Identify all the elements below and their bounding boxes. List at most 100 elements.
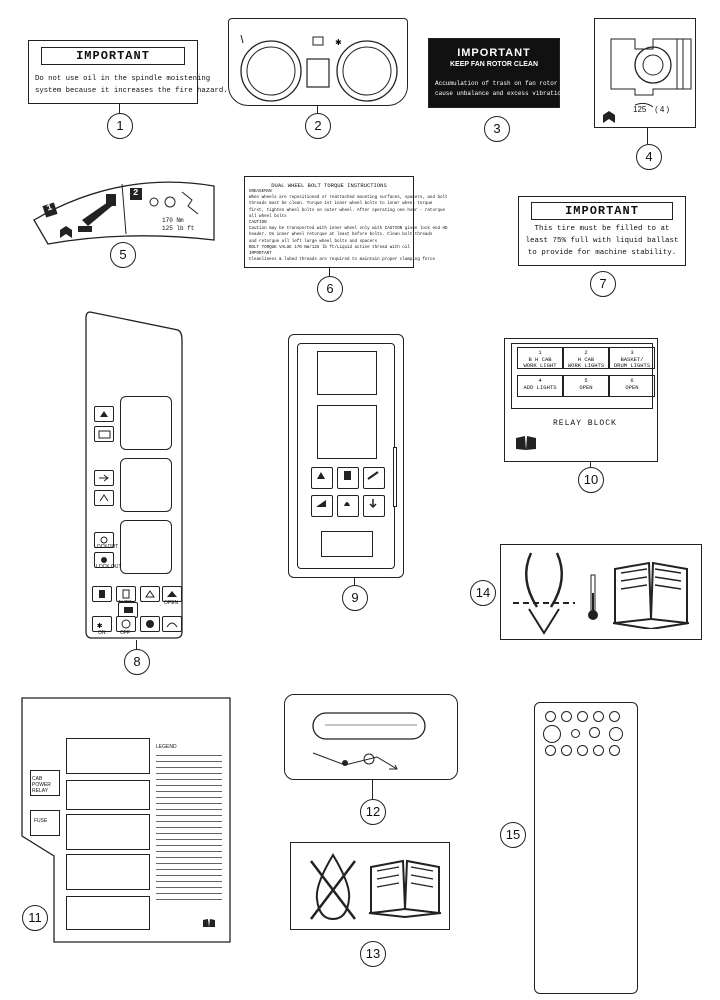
panel-button-13[interactable]: [116, 616, 136, 632]
panel-button-9[interactable]: [140, 586, 160, 602]
display-window-2: [120, 458, 172, 512]
decal-6-line: IMPORTANT: [249, 252, 272, 257]
auto-icon: [99, 494, 109, 502]
wheel-hub-graphic: [603, 38, 692, 123]
decal-7-tire-ballast-warning: IMPORTANT This tire must be filled to at…: [518, 196, 686, 266]
panel-button-12[interactable]: ✱: [92, 616, 112, 632]
battery-icon: [98, 430, 111, 439]
display-window-3: [120, 520, 172, 574]
lock-out-label: LOCK OUT: [96, 564, 122, 570]
callout-9: 9: [342, 585, 368, 611]
lockout-icon: [100, 536, 108, 544]
panel-button-5[interactable]: [94, 532, 114, 548]
switch-hole: [571, 729, 580, 738]
important-header-box: [531, 202, 673, 220]
arrow-right-icon: [99, 474, 109, 482]
on-label: ON: [98, 630, 106, 636]
torque-sub: ( 4 ): [655, 105, 670, 114]
decal-6-line: CAUTION: [249, 221, 267, 226]
fuse-block-2: [66, 780, 150, 810]
callout-2: 2: [305, 113, 331, 139]
arrow-down-icon: [369, 499, 377, 508]
decal-6-line: first, tighten wheel bolts on outer whee…: [249, 208, 446, 213]
decal-3-line-2: cause unbalance and excess vibration: [435, 90, 565, 97]
panel-button-7[interactable]: [92, 586, 112, 602]
switch-hole: [593, 745, 604, 756]
spout-graphic: [312, 712, 426, 770]
decal-12-spout-decal: [284, 694, 458, 780]
panel-button-1[interactable]: [94, 406, 114, 422]
relay-block-title: RELAY BLOCK: [553, 419, 617, 428]
decal-6-line: and retorque all left large wheel bolts …: [249, 239, 378, 244]
open-label: OPEN: [164, 600, 179, 606]
svg-text:✱: ✱: [335, 38, 342, 47]
decal-6-line: header. On inner wheel retorque at least…: [249, 233, 433, 238]
off-label: OFF: [120, 630, 130, 636]
auto-mode-icon: [145, 590, 155, 598]
no-oil-drop-icon: [310, 853, 356, 921]
relay-grid-frame: [511, 343, 653, 409]
panel-button-11[interactable]: [118, 602, 138, 618]
decal-5-fan-decal: 1 2 170 Nm 125 lb ft: [30, 180, 216, 246]
panel-button-2[interactable]: [94, 426, 114, 442]
hill-icon: [316, 500, 326, 507]
decal-3-fan-rotor-warning: IMPORTANT KEEP FAN ROTOR CLEAN Accumulat…: [428, 38, 572, 108]
panel-button-15[interactable]: [162, 616, 182, 632]
panel-button-6[interactable]: [94, 552, 114, 568]
horn-icon: [100, 411, 108, 417]
gauge-panel-graphic: ✱: [240, 34, 398, 102]
switch-hole: [609, 745, 620, 756]
curved-decal-graphic: [33, 181, 215, 245]
decal-11-fuse-relay-chart: CAB POWER RELAY FUSE LEGEND: [20, 696, 232, 944]
fuse-block-5: [66, 896, 150, 930]
relay-cell-6: 6 OPEN: [609, 375, 655, 397]
callout-14: 14: [470, 580, 496, 606]
decal-5-torque-nm: 170 Nm: [162, 217, 184, 224]
panel-button-10[interactable]: [162, 586, 182, 602]
decal-6-body: GREASEMAN When wheels are repositioned o…: [249, 189, 448, 263]
decal-1-line-2: system because it increases the fire haz…: [35, 87, 228, 95]
important-header-box: [41, 47, 185, 65]
decal-13-no-oil-read-manual: [290, 842, 450, 930]
display-window-bottom: [321, 531, 373, 557]
side-relay-box: [30, 770, 60, 796]
callout-13: 13: [360, 941, 386, 967]
fuse-block-3: [66, 814, 150, 850]
panel-button-8[interactable]: [116, 586, 136, 602]
important-heading: IMPORTANT: [457, 47, 531, 59]
panel-button-4[interactable]: [94, 490, 114, 506]
bell-icon: [344, 502, 350, 506]
decal-2-twin-gauge-panel: ✱: [228, 18, 408, 106]
fuse-block-1: [66, 738, 150, 774]
panel-button-3[interactable]: [94, 470, 114, 486]
callout-11: 11: [22, 905, 48, 931]
panel-button-14[interactable]: [140, 616, 160, 632]
svg-text:✱: ✱: [97, 621, 103, 629]
display-window-1: [120, 396, 172, 450]
callout-3: 3: [484, 116, 510, 142]
decal-9-monitor-panel: [288, 334, 404, 578]
panel-9-button-3[interactable]: [363, 467, 385, 489]
switch-hole: [561, 745, 572, 756]
flow-arrows-icon: [513, 552, 575, 635]
switch-hole: [561, 711, 572, 722]
legend-lines: [156, 752, 222, 902]
manual-icon: [203, 919, 215, 927]
wiper-icon: [367, 471, 379, 480]
switch-hole: [593, 711, 604, 722]
panel-9-button-5[interactable]: [337, 495, 359, 517]
torque-value: 125: [633, 105, 647, 114]
panel-9-button-1[interactable]: [311, 467, 333, 489]
lock-out-icon: [101, 557, 107, 563]
decal-6-heading: DUAL WHEEL BOLT TORQUE INSTRUCTIONS: [271, 182, 387, 189]
panel-9-button-4[interactable]: [311, 495, 333, 517]
decal-6-line: GREASEMAN: [249, 190, 272, 194]
light-icon: ✱: [97, 621, 103, 629]
manual-icon: [516, 436, 536, 450]
important-heading: IMPORTANT: [76, 49, 150, 63]
open-basket-icon: [167, 591, 177, 597]
panel-9-button-2[interactable]: [337, 467, 359, 489]
key-switch-hole: [543, 725, 561, 743]
panel-9-button-6[interactable]: [363, 495, 385, 517]
callout-6: 6: [317, 276, 343, 302]
